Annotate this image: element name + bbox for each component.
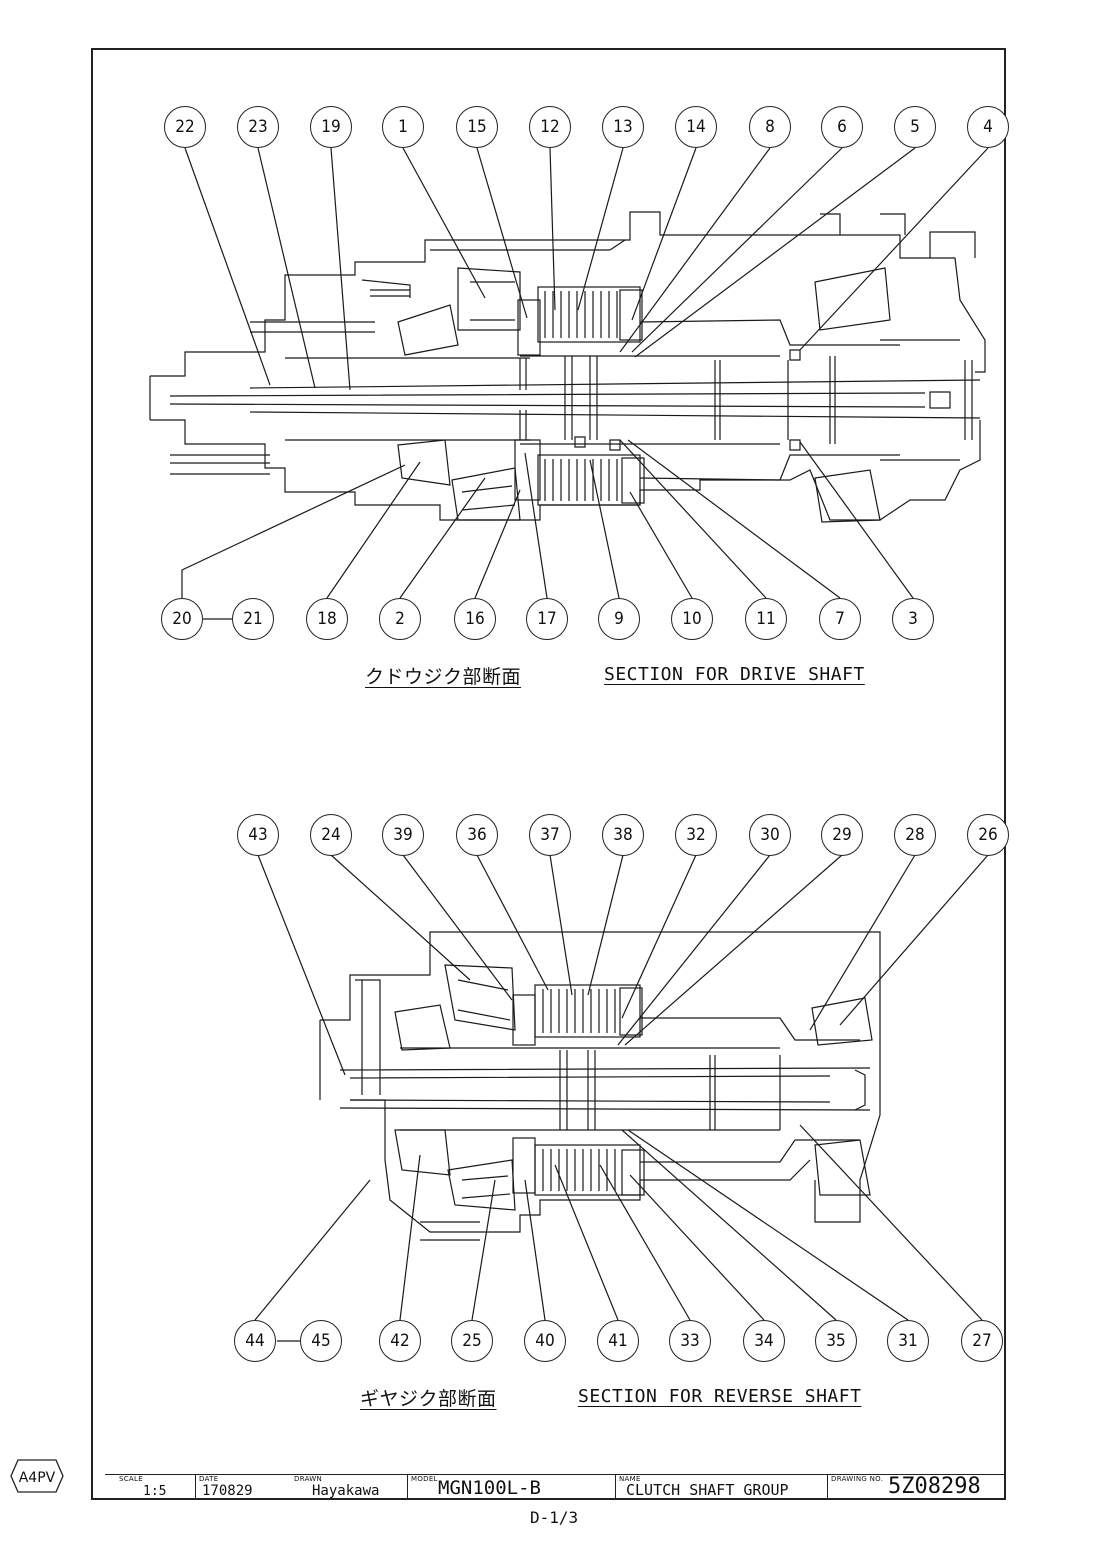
sheet-number: D-1/3 bbox=[530, 1508, 579, 1527]
part-balloon: 3 bbox=[892, 598, 934, 640]
part-balloon: 7 bbox=[819, 598, 861, 640]
part-balloon: 11 bbox=[745, 598, 787, 640]
part-balloon: 15 bbox=[456, 106, 498, 148]
title-block: SCALE 1:5 DATE DRAWN 170829 Hayakawa MOD… bbox=[105, 1474, 1006, 1500]
part-balloon: 24 bbox=[310, 814, 352, 856]
name-value: CLUTCH SHAFT GROUP bbox=[626, 1481, 789, 1499]
part-balloon: 16 bbox=[454, 598, 496, 640]
reverse-shaft-caption-en: SECTION FOR REVERSE SHAFT bbox=[578, 1386, 862, 1407]
part-balloon: 2 bbox=[379, 598, 421, 640]
model-cell: MODEL MGN100L-B bbox=[407, 1474, 615, 1500]
drawn-value: Hayakawa bbox=[312, 1483, 380, 1499]
part-balloon: 41 bbox=[597, 1320, 639, 1362]
paper-size-text: A4PV bbox=[19, 1470, 56, 1486]
part-balloon: 21 bbox=[232, 598, 274, 640]
scale-label: SCALE bbox=[119, 1475, 143, 1483]
part-balloon: 27 bbox=[961, 1320, 1003, 1362]
part-balloon: 1 bbox=[382, 106, 424, 148]
part-balloon: 45 bbox=[300, 1320, 342, 1362]
part-balloon: 12 bbox=[529, 106, 571, 148]
drive-shaft-caption-ja: クドウジク部断面 bbox=[365, 666, 522, 688]
part-balloon: 10 bbox=[671, 598, 713, 640]
part-balloon: 32 bbox=[675, 814, 717, 856]
drawing-number-value: 5Z08298 bbox=[888, 1474, 981, 1499]
drawing-number-cell: DRAWING NO. 5Z08298 bbox=[827, 1474, 1006, 1500]
drawing-number-label: DRAWING NO. bbox=[831, 1475, 884, 1483]
scale-cell: SCALE 1:5 bbox=[105, 1474, 195, 1500]
part-balloon: 4 bbox=[967, 106, 1009, 148]
part-balloon: 40 bbox=[524, 1320, 566, 1362]
part-balloon: 22 bbox=[164, 106, 206, 148]
hexagon-icon: A4PV bbox=[10, 1459, 64, 1493]
date-drawn-cell: DATE DRAWN 170829 Hayakawa bbox=[195, 1474, 407, 1500]
reverse-shaft-caption-ja: ギヤジク部断面 bbox=[360, 1388, 497, 1410]
part-balloon: 20 bbox=[161, 598, 203, 640]
drive-shaft-leaders bbox=[181, 147, 989, 620]
drawn-label: DRAWN bbox=[294, 1475, 323, 1483]
part-balloon: 25 bbox=[451, 1320, 493, 1362]
part-balloon: 28 bbox=[894, 814, 936, 856]
part-balloon: 6 bbox=[821, 106, 863, 148]
date-value: 170829 bbox=[202, 1483, 253, 1499]
part-balloon: 23 bbox=[237, 106, 279, 148]
part-balloon: 42 bbox=[379, 1320, 421, 1362]
part-balloon: 8 bbox=[749, 106, 791, 148]
model-label: MODEL bbox=[411, 1475, 438, 1483]
part-balloon: 37 bbox=[529, 814, 571, 856]
part-balloon: 5 bbox=[894, 106, 936, 148]
name-cell: NAME CLUTCH SHAFT GROUP bbox=[615, 1474, 827, 1500]
part-balloon: 14 bbox=[675, 106, 717, 148]
part-balloon: 17 bbox=[526, 598, 568, 640]
part-balloon: 33 bbox=[669, 1320, 711, 1362]
part-balloon: 29 bbox=[821, 814, 863, 856]
part-balloon: 35 bbox=[815, 1320, 857, 1362]
part-balloon: 39 bbox=[382, 814, 424, 856]
part-balloon: 36 bbox=[456, 814, 498, 856]
model-value: MGN100L-B bbox=[438, 1477, 541, 1499]
part-balloon: 9 bbox=[598, 598, 640, 640]
part-balloon: 44 bbox=[234, 1320, 276, 1362]
part-balloon: 30 bbox=[749, 814, 791, 856]
scale-value: 1:5 bbox=[143, 1484, 167, 1499]
part-balloon: 43 bbox=[237, 814, 279, 856]
reverse-shaft-leaders bbox=[254, 854, 989, 1342]
part-balloon: 31 bbox=[887, 1320, 929, 1362]
part-balloon: 18 bbox=[306, 598, 348, 640]
paper-size-mark: A4PV bbox=[10, 1458, 64, 1494]
reverse-shaft-section bbox=[319, 931, 881, 1241]
name-label: NAME bbox=[619, 1475, 641, 1483]
date-label: DATE bbox=[199, 1475, 219, 1483]
drawing-border bbox=[91, 48, 1006, 1500]
part-balloon: 34 bbox=[743, 1320, 785, 1362]
drive-shaft-section bbox=[149, 211, 986, 523]
drive-shaft-caption-en: SECTION FOR DRIVE SHAFT bbox=[604, 664, 865, 685]
part-balloon: 38 bbox=[602, 814, 644, 856]
part-balloon: 13 bbox=[602, 106, 644, 148]
part-balloon: 19 bbox=[310, 106, 352, 148]
part-balloon: 26 bbox=[967, 814, 1009, 856]
